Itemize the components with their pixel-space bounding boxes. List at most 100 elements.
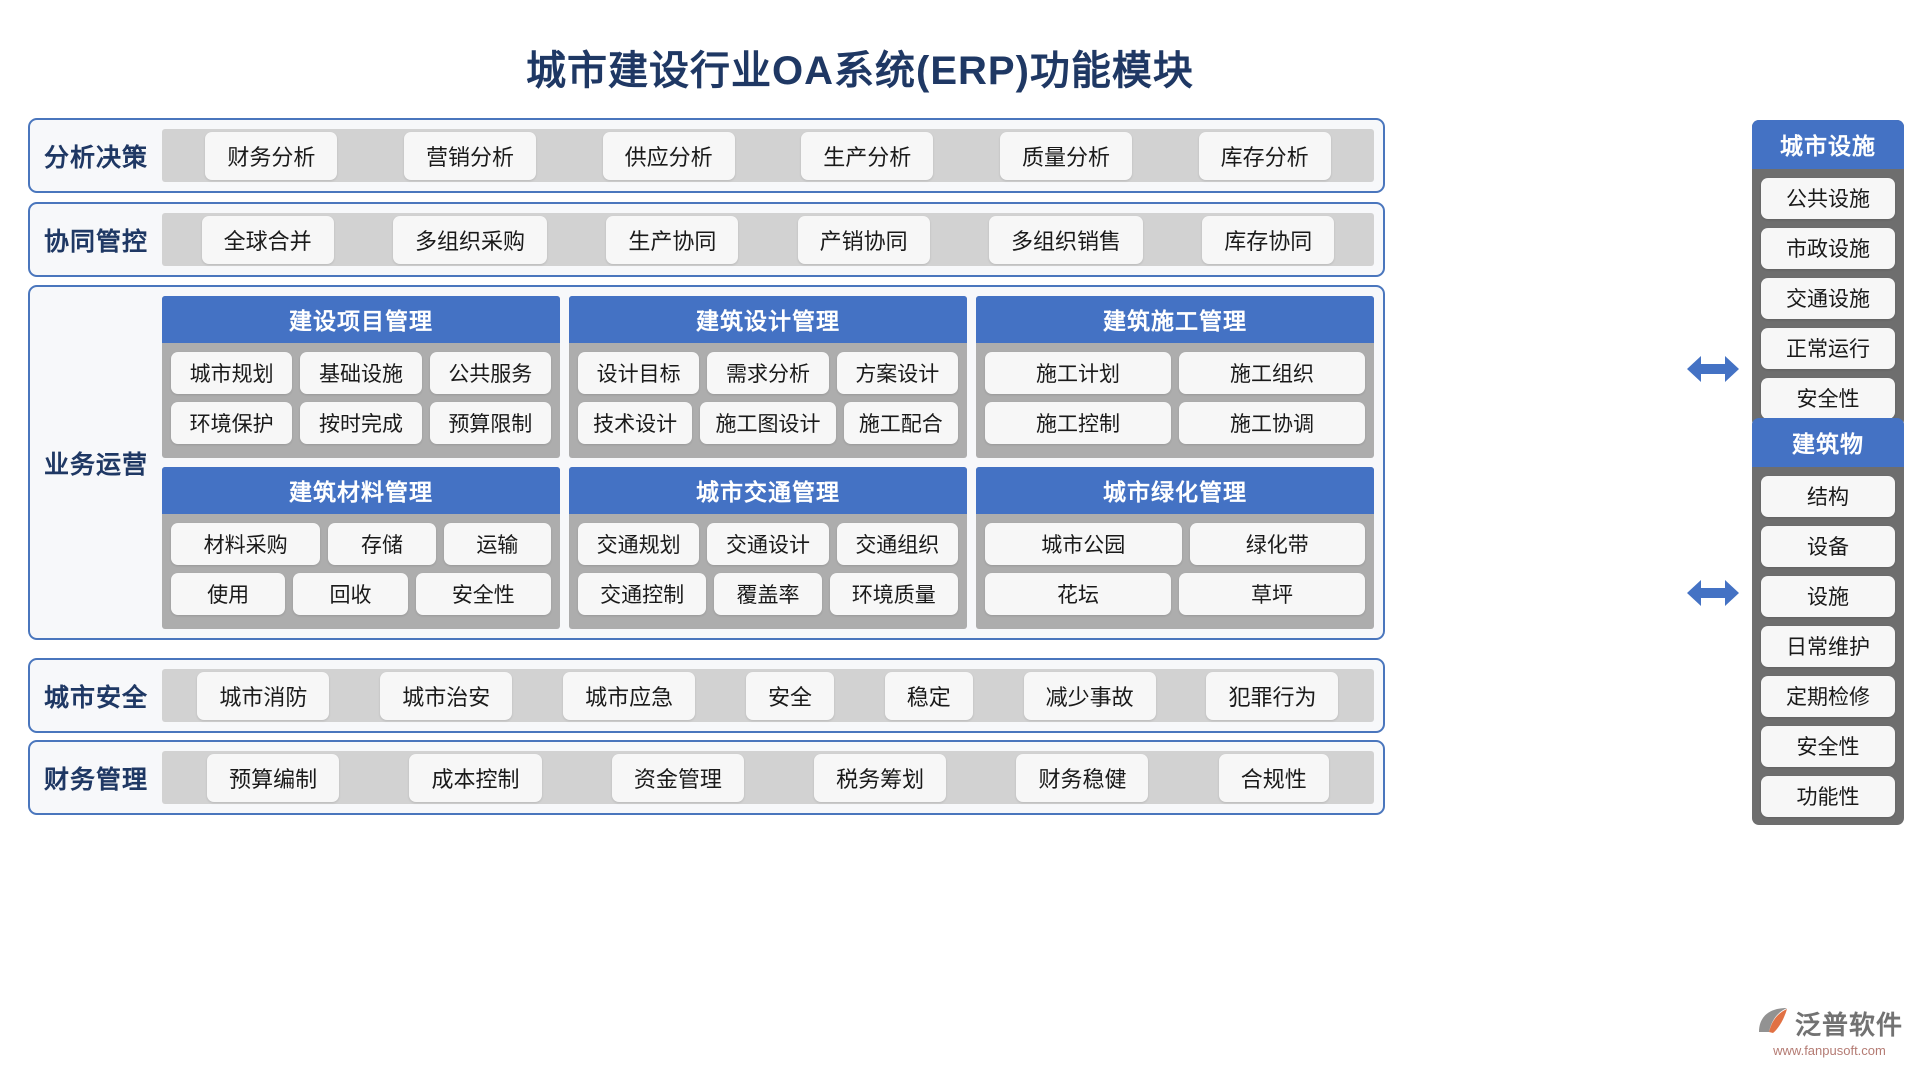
- brand-logo: 泛普软件 www.fanpusoft.com: [1747, 1005, 1912, 1067]
- card-chip-5-0-1[interactable]: 绿化带: [1189, 523, 1365, 565]
- card-chip-0-1-1[interactable]: 按时完成: [300, 402, 422, 444]
- chip-collab-0[interactable]: 全球合并: [201, 215, 334, 264]
- card-chip-3-1-2[interactable]: 安全性: [415, 573, 551, 615]
- card-chip-2-0-0[interactable]: 施工计划: [985, 352, 1171, 394]
- double-arrow-icon-bottom: [1687, 576, 1739, 610]
- chip-safety-1[interactable]: 城市治安: [380, 671, 513, 720]
- card-chip-0-1-0[interactable]: 环境保护: [171, 402, 293, 444]
- chip-analysis-0[interactable]: 财务分析: [205, 131, 338, 180]
- card-title-4: 城市交通管理: [569, 467, 967, 514]
- chip-collab-4[interactable]: 多组织销售: [988, 215, 1143, 264]
- logo-url: www.fanpusoft.com: [1773, 1043, 1886, 1058]
- card-chip-1-1-0[interactable]: 技术设计: [578, 402, 693, 444]
- chip-safety-2[interactable]: 城市应急: [563, 671, 696, 720]
- card-chip-3-1-0[interactable]: 使用: [171, 573, 286, 615]
- card-body-4: 交通规划 交通设计 交通组织 交通控制 覆盖率 环境质量: [569, 514, 967, 629]
- side-chip-buildings-0[interactable]: 结构: [1761, 476, 1895, 517]
- card-chip-1-0-2[interactable]: 方案设计: [836, 352, 958, 394]
- card-chip-1-0-1[interactable]: 需求分析: [707, 352, 829, 394]
- chip-safety-4[interactable]: 稳定: [884, 671, 973, 720]
- card-chip-1-0-0[interactable]: 设计目标: [578, 352, 700, 394]
- chip-analysis-1[interactable]: 营销分析: [403, 131, 536, 180]
- card-chip-2-1-0[interactable]: 施工控制: [985, 402, 1171, 444]
- card-chip-4-1-2[interactable]: 环境质量: [829, 573, 958, 615]
- card-chip-0-1-2[interactable]: 预算限制: [429, 402, 551, 444]
- row-financial-management: 财务管理 预算编制 成本控制 资金管理 税务筹划 财务稳健 合规性: [28, 740, 1385, 815]
- side-chip-facilities-1[interactable]: 市政设施: [1761, 228, 1895, 269]
- card-chip-0-0-0[interactable]: 城市规划: [171, 352, 293, 394]
- card-chip-4-1-0[interactable]: 交通控制: [578, 573, 707, 615]
- chip-collab-5[interactable]: 库存协同: [1202, 215, 1335, 264]
- side-chip-buildings-4[interactable]: 定期检修: [1761, 676, 1895, 717]
- card-chip-3-1-1[interactable]: 回收: [293, 573, 408, 615]
- side-title-buildings: 建筑物: [1752, 418, 1904, 467]
- side-chip-buildings-6[interactable]: 功能性: [1761, 776, 1895, 817]
- chip-collab-2[interactable]: 生产协同: [606, 215, 739, 264]
- chip-analysis-3[interactable]: 生产分析: [801, 131, 934, 180]
- row-urban-safety: 城市安全 城市消防 城市治安 城市应急 安全 稳定 减少事故 犯罪行为: [28, 658, 1385, 733]
- side-chip-facilities-3[interactable]: 正常运行: [1761, 328, 1895, 369]
- chip-finance-5[interactable]: 合规性: [1218, 753, 1329, 802]
- card-construction-management: 建筑施工管理 施工计划 施工组织 施工控制 施工协调: [976, 296, 1374, 458]
- chip-finance-0[interactable]: 预算编制: [207, 753, 340, 802]
- panel-business-operations: 业务运营 建设项目管理 城市规划 基础设施 公共服务 环境保护 按时完成 预算限…: [28, 285, 1385, 640]
- card-row-0-0: 城市规划 基础设施 公共服务: [171, 352, 551, 394]
- card-chip-5-0-0[interactable]: 城市公园: [985, 523, 1182, 565]
- chip-safety-0[interactable]: 城市消防: [197, 671, 330, 720]
- side-chip-buildings-1[interactable]: 设备: [1761, 526, 1895, 567]
- card-chip-4-0-0[interactable]: 交通规划: [578, 523, 700, 565]
- card-chip-3-0-1[interactable]: 存储: [328, 523, 436, 565]
- logo-text: 泛普软件: [1794, 1010, 1903, 1040]
- card-chip-0-0-2[interactable]: 公共服务: [429, 352, 551, 394]
- card-urban-greening: 城市绿化管理 城市公园 绿化带 花坛 草坪: [976, 467, 1374, 629]
- row-strip-collab: 全球合并 多组织采购 生产协同 产销协同 多组织销售 库存协同: [162, 213, 1374, 266]
- card-row-1-1: 技术设计 施工图设计 施工配合: [578, 402, 958, 444]
- side-chip-buildings-3[interactable]: 日常维护: [1761, 626, 1895, 667]
- chip-finance-3[interactable]: 税务筹划: [814, 753, 947, 802]
- chip-analysis-5[interactable]: 库存分析: [1198, 131, 1331, 180]
- card-body-2: 施工计划 施工组织 施工控制 施工协调: [976, 343, 1374, 458]
- card-row-3-0: 材料采购 存储 运输: [171, 523, 551, 565]
- card-row-2-1: 施工控制 施工协调: [985, 402, 1365, 444]
- side-panel-city-facilities: 城市设施 公共设施 市政设施 交通设施 正常运行 安全性: [1752, 120, 1904, 427]
- card-row-5-1: 花坛 草坪: [985, 573, 1365, 615]
- chip-finance-4[interactable]: 财务稳健: [1016, 753, 1149, 802]
- chip-finance-2[interactable]: 资金管理: [611, 753, 744, 802]
- card-chip-3-0-2[interactable]: 运输: [443, 523, 551, 565]
- chip-safety-6[interactable]: 犯罪行为: [1206, 671, 1339, 720]
- side-chip-facilities-0[interactable]: 公共设施: [1761, 178, 1895, 219]
- card-title-5: 城市绿化管理: [976, 467, 1374, 514]
- card-chip-4-0-2[interactable]: 交通组织: [836, 523, 958, 565]
- side-chip-buildings-5[interactable]: 安全性: [1761, 726, 1895, 767]
- side-chip-buildings-2[interactable]: 设施: [1761, 576, 1895, 617]
- card-chip-3-0-0[interactable]: 材料采购: [171, 523, 321, 565]
- business-card-grid: 建设项目管理 城市规划 基础设施 公共服务 环境保护 按时完成 预算限制: [162, 287, 1383, 638]
- card-urban-traffic: 城市交通管理 交通规划 交通设计 交通组织 交通控制 覆盖率 环境质量: [569, 467, 967, 629]
- side-chip-facilities-2[interactable]: 交通设施: [1761, 278, 1895, 319]
- chip-finance-1[interactable]: 成本控制: [409, 753, 542, 802]
- logo-row: 泛普软件: [1756, 1005, 1903, 1042]
- chip-analysis-4[interactable]: 质量分析: [999, 131, 1132, 180]
- chip-collab-3[interactable]: 产销协同: [797, 215, 930, 264]
- chip-collab-1[interactable]: 多组织采购: [392, 215, 547, 264]
- card-chip-1-1-1[interactable]: 施工图设计: [700, 402, 836, 444]
- card-row-5-0: 城市公园 绿化带: [985, 523, 1365, 565]
- panel-label-business: 业务运营: [43, 450, 148, 479]
- card-chip-0-0-1[interactable]: 基础设施: [300, 352, 422, 394]
- card-chip-5-1-0[interactable]: 花坛: [985, 573, 1171, 615]
- card-row-3-1: 使用 回收 安全性: [171, 573, 551, 615]
- chip-safety-3[interactable]: 安全: [745, 671, 834, 720]
- chip-safety-5[interactable]: 减少事故: [1023, 671, 1156, 720]
- side-chip-facilities-4[interactable]: 安全性: [1761, 378, 1895, 419]
- card-chip-4-0-1[interactable]: 交通设计: [707, 523, 829, 565]
- card-chip-2-1-1[interactable]: 施工协调: [1179, 402, 1365, 444]
- side-items-facilities: 公共设施 市政设施 交通设施 正常运行 安全性: [1752, 169, 1904, 419]
- card-row-2-0: 施工计划 施工组织: [985, 352, 1365, 394]
- chip-analysis-2[interactable]: 供应分析: [602, 131, 735, 180]
- card-chip-5-1-1[interactable]: 草坪: [1179, 573, 1365, 615]
- row-label-collab: 协同管控: [43, 227, 148, 256]
- card-chip-2-0-1[interactable]: 施工组织: [1179, 352, 1365, 394]
- card-chip-4-1-1[interactable]: 覆盖率: [714, 573, 822, 615]
- fanpu-mark-icon: [1756, 1006, 1790, 1041]
- card-chip-1-1-2[interactable]: 施工配合: [843, 402, 958, 444]
